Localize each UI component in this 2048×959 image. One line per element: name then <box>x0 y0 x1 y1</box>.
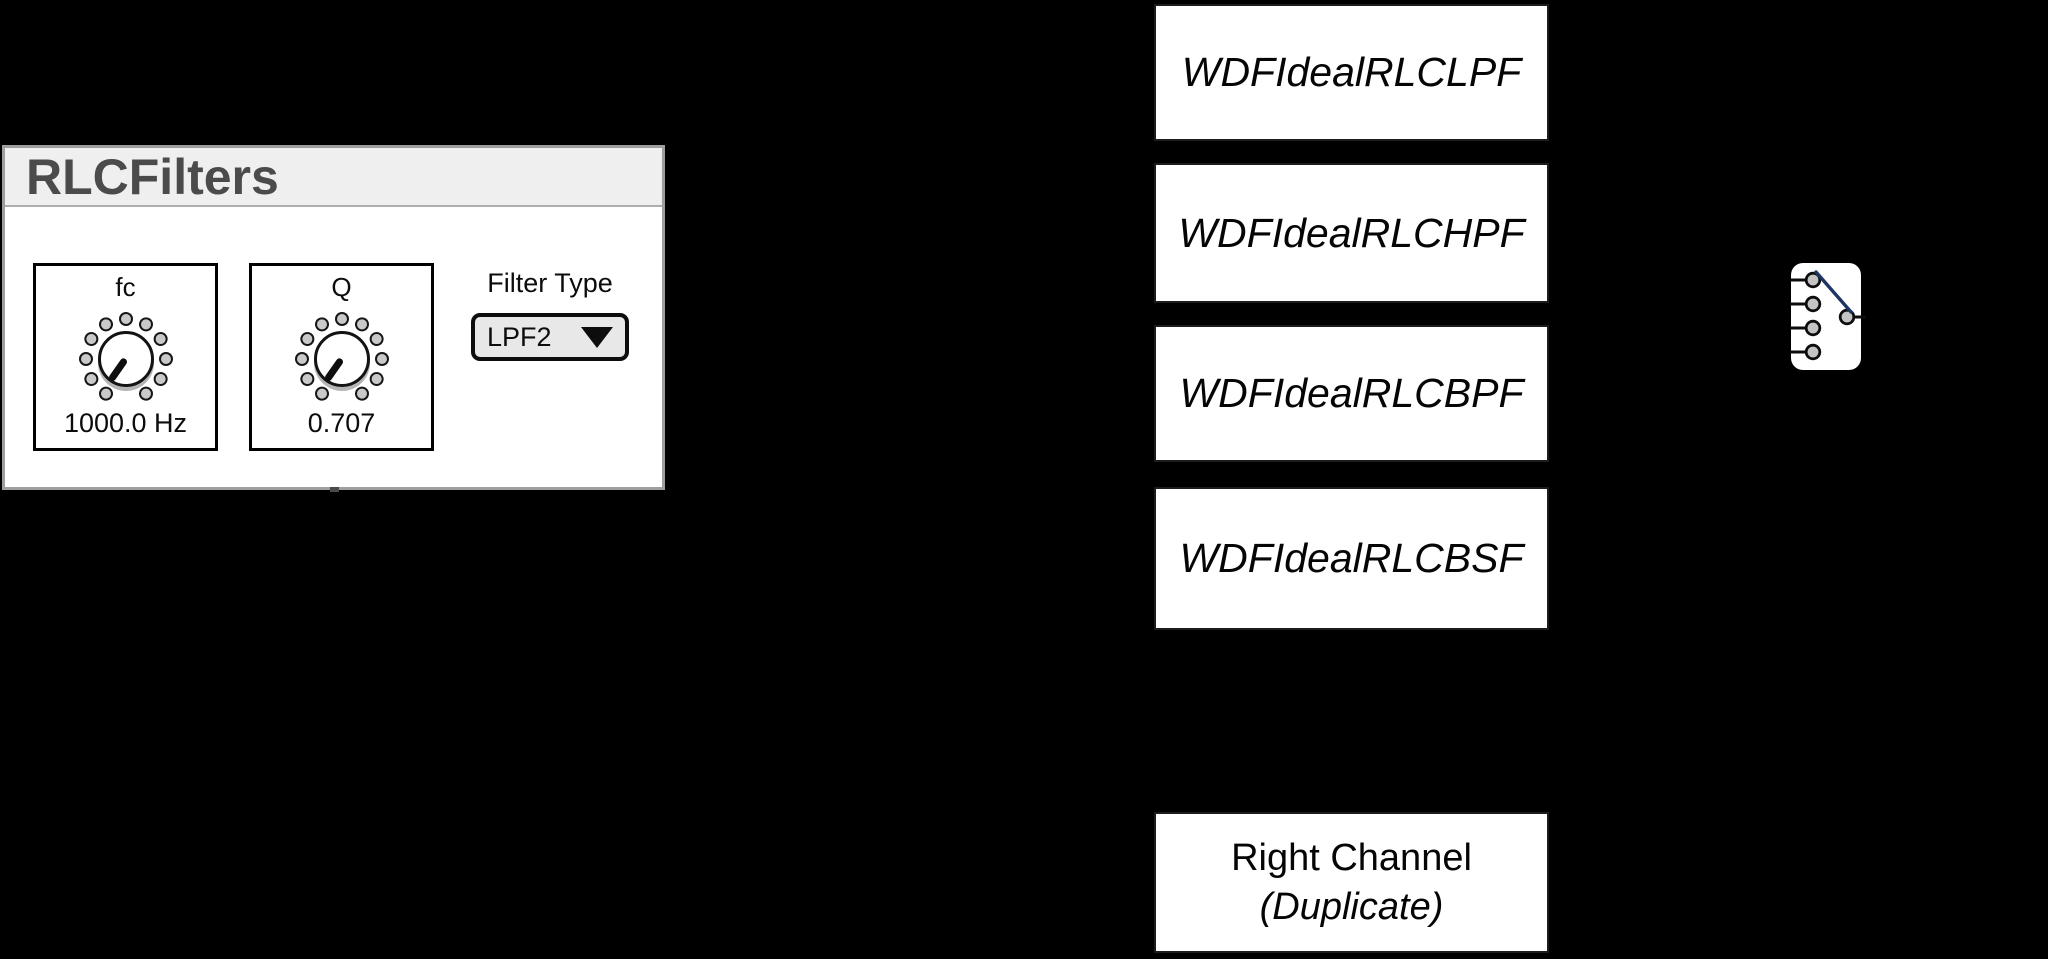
knob-tick-dot <box>95 384 116 404</box>
knob-tick-dot <box>95 314 116 334</box>
switch-wiper-wire <box>1814 270 1853 314</box>
knob-tick-dot <box>351 384 372 404</box>
knob-tick-dot <box>294 352 309 366</box>
block-wdf-hpf: WDFIdealRLCHPF <box>1154 163 1549 303</box>
fc-knob-value: 1000.0 Hz <box>63 408 188 438</box>
knob-tick-dot <box>150 369 170 389</box>
knob-tick-dot <box>311 384 332 404</box>
knob-tick-dot <box>158 352 173 366</box>
knob-tick-dot <box>81 369 101 389</box>
channel-selector-switch-icon <box>1790 263 1866 370</box>
knob-tick-dot <box>81 329 101 349</box>
q-knob-module: Q 0.707 <box>249 263 434 451</box>
block-wdf-lpf: WDFIdealRLCLPF <box>1154 4 1549 141</box>
knob-tick-dot <box>366 369 386 389</box>
knob-tick-dot <box>374 352 389 366</box>
right-channel-line1: Right Channel <box>1231 836 1472 879</box>
knob-tick-dot <box>297 369 317 389</box>
panel-title: RLCFilters <box>26 148 279 205</box>
block-right-channel: Right Channel (Duplicate) <box>1154 812 1549 953</box>
knob-tick-dot <box>366 329 386 349</box>
filter-type-label: Filter Type <box>487 268 613 298</box>
knob-tick-dot <box>297 329 317 349</box>
block-label: WDFIdealRLCBSF <box>1179 535 1524 581</box>
switch-contact <box>1804 295 1822 313</box>
filter-type-selected-value: LPF2 <box>487 321 552 352</box>
q-knob-value: 0.707 <box>307 408 376 438</box>
panel-title-bar: RLCFilters <box>5 148 662 207</box>
block-wdf-bpf: WDFIdealRLCBPF <box>1154 325 1549 462</box>
switch-common-contact <box>1838 308 1856 326</box>
knob-tick-dot <box>351 314 372 334</box>
fc-knob-module: fc 1000.0 Hz <box>33 263 218 451</box>
switch-contact <box>1804 319 1822 337</box>
right-channel-label: Right Channel (Duplicate) <box>1231 834 1472 931</box>
switch-contact <box>1804 343 1822 361</box>
dropdown-arrow-icon <box>581 326 613 348</box>
knob-tick-dot <box>334 312 349 326</box>
knob-tick-dot <box>135 314 156 334</box>
filter-type-dropdown[interactable]: LPF2 <box>471 313 629 361</box>
switch-contact <box>1804 271 1822 289</box>
block-label: WDFIdealRLCHPF <box>1178 209 1525 256</box>
switch-body <box>1791 263 1861 370</box>
knob-tick-dot <box>118 312 133 326</box>
fc-knob-label: fc <box>115 272 136 302</box>
knob-tick-dot <box>150 329 170 349</box>
rlcfilters-panel: RLCFilters fc 1000.0 Hz Q <box>2 145 665 492</box>
block-label: WDFIdealRLCBPF <box>1179 370 1524 416</box>
panel-resize-handle[interactable] <box>329 487 339 492</box>
block-wdf-bsf: WDFIdealRLCBSF <box>1154 487 1549 630</box>
knob-tick-dot <box>311 314 332 334</box>
block-label: WDFIdealRLCLPF <box>1181 49 1522 95</box>
right-channel-line2: (Duplicate) <box>1259 885 1444 928</box>
q-knob-label: Q <box>331 272 352 302</box>
knob-tick-dot <box>135 384 156 404</box>
knob-tick-dot <box>78 352 93 366</box>
